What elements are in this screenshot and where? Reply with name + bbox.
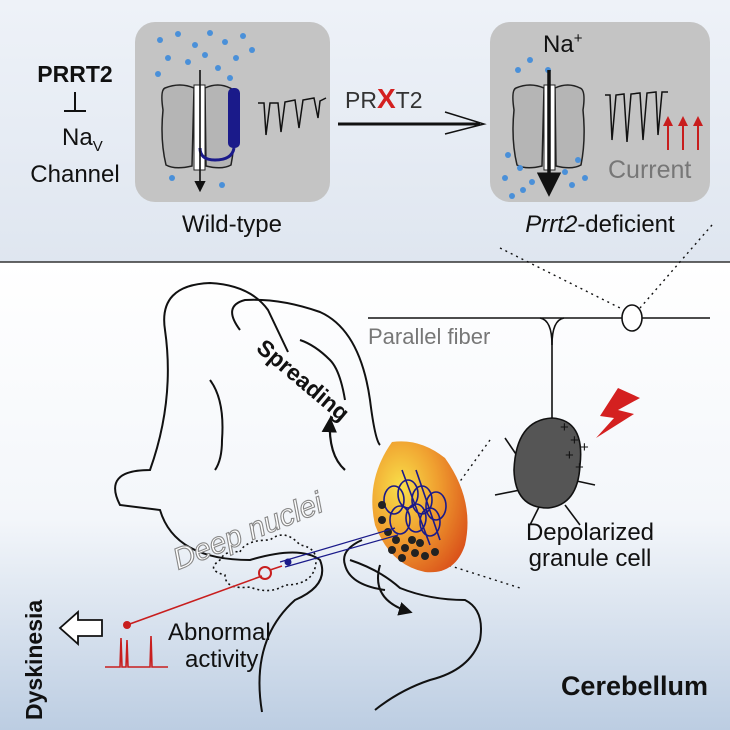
deficient-current-trace <box>605 91 668 143</box>
purkinje-dendrites <box>383 469 447 546</box>
current-increase-arrows <box>663 116 703 150</box>
spreading-arrow <box>321 416 346 471</box>
deficient-box: Na+ Current <box>490 22 710 202</box>
fiber-bouton <box>621 304 643 332</box>
zoom-lines <box>431 224 713 589</box>
granule-cell-body <box>513 417 582 509</box>
granule-cell: ++ ++ + <box>494 388 640 526</box>
purkinje-axons <box>279 527 399 568</box>
purkinje-terminals <box>284 558 292 566</box>
abnormal-line1: Abnormal <box>168 619 271 646</box>
bottom-panel: Parallel fiber Spreading <box>0 224 730 730</box>
sodium-dots-deficient-bottom <box>502 152 588 199</box>
wildtype-current-trace <box>258 97 327 136</box>
current-label: Current <box>608 156 691 184</box>
wildtype-caption: Wild-type <box>182 211 282 238</box>
nav-label: NaV <box>62 124 103 155</box>
svg-text:+: + <box>560 419 569 436</box>
na-plus-label: Na+ <box>543 30 583 58</box>
bottom-panel-background <box>0 263 730 730</box>
svg-text:+: + <box>570 432 579 449</box>
svg-text:+: + <box>580 439 589 456</box>
output-open-arrow <box>58 609 103 647</box>
channel-label: Channel <box>30 161 119 188</box>
svg-text:+: + <box>575 459 584 476</box>
cerebellum-outline <box>114 281 482 713</box>
sodium-channel-wildtype <box>161 84 235 171</box>
prrt2-protein <box>198 88 240 162</box>
parallel-fiber-label: Parallel fiber <box>368 324 490 349</box>
parallel-fiber <box>368 304 710 420</box>
deficient-caption: Prrt2-deficient <box>525 211 675 238</box>
dyskinesia-label: Dyskinesia <box>21 600 47 720</box>
wildtype-box <box>135 22 330 202</box>
sodium-dots-top <box>155 30 255 81</box>
sodium-dots-bottom <box>169 175 225 188</box>
depolarized-line1: Depolarized <box>526 519 654 546</box>
cerebellum-label: Cerebellum <box>561 671 708 701</box>
lightning-bolt-icon <box>596 388 640 438</box>
knockout-arrow: PRXT2 <box>338 83 487 135</box>
svg-text:+: + <box>565 447 574 464</box>
inner-fold-arrow <box>377 564 413 616</box>
prrt2-label: PRRT2 <box>37 61 112 87</box>
knockout-x-mark: X <box>377 83 396 114</box>
knockout-arrow-label: PRXT2 <box>345 83 422 114</box>
abnormal-line2: activity <box>185 646 258 673</box>
abnormal-activity-trace <box>105 635 168 668</box>
nuclei-output-path <box>123 565 283 629</box>
depolarized-line2: granule cell <box>529 545 652 572</box>
depolarization-charges: ++ ++ + <box>560 419 589 476</box>
granule-cell-dots <box>378 501 439 562</box>
top-panel: PRRT2 NaV Channel <box>0 0 730 263</box>
